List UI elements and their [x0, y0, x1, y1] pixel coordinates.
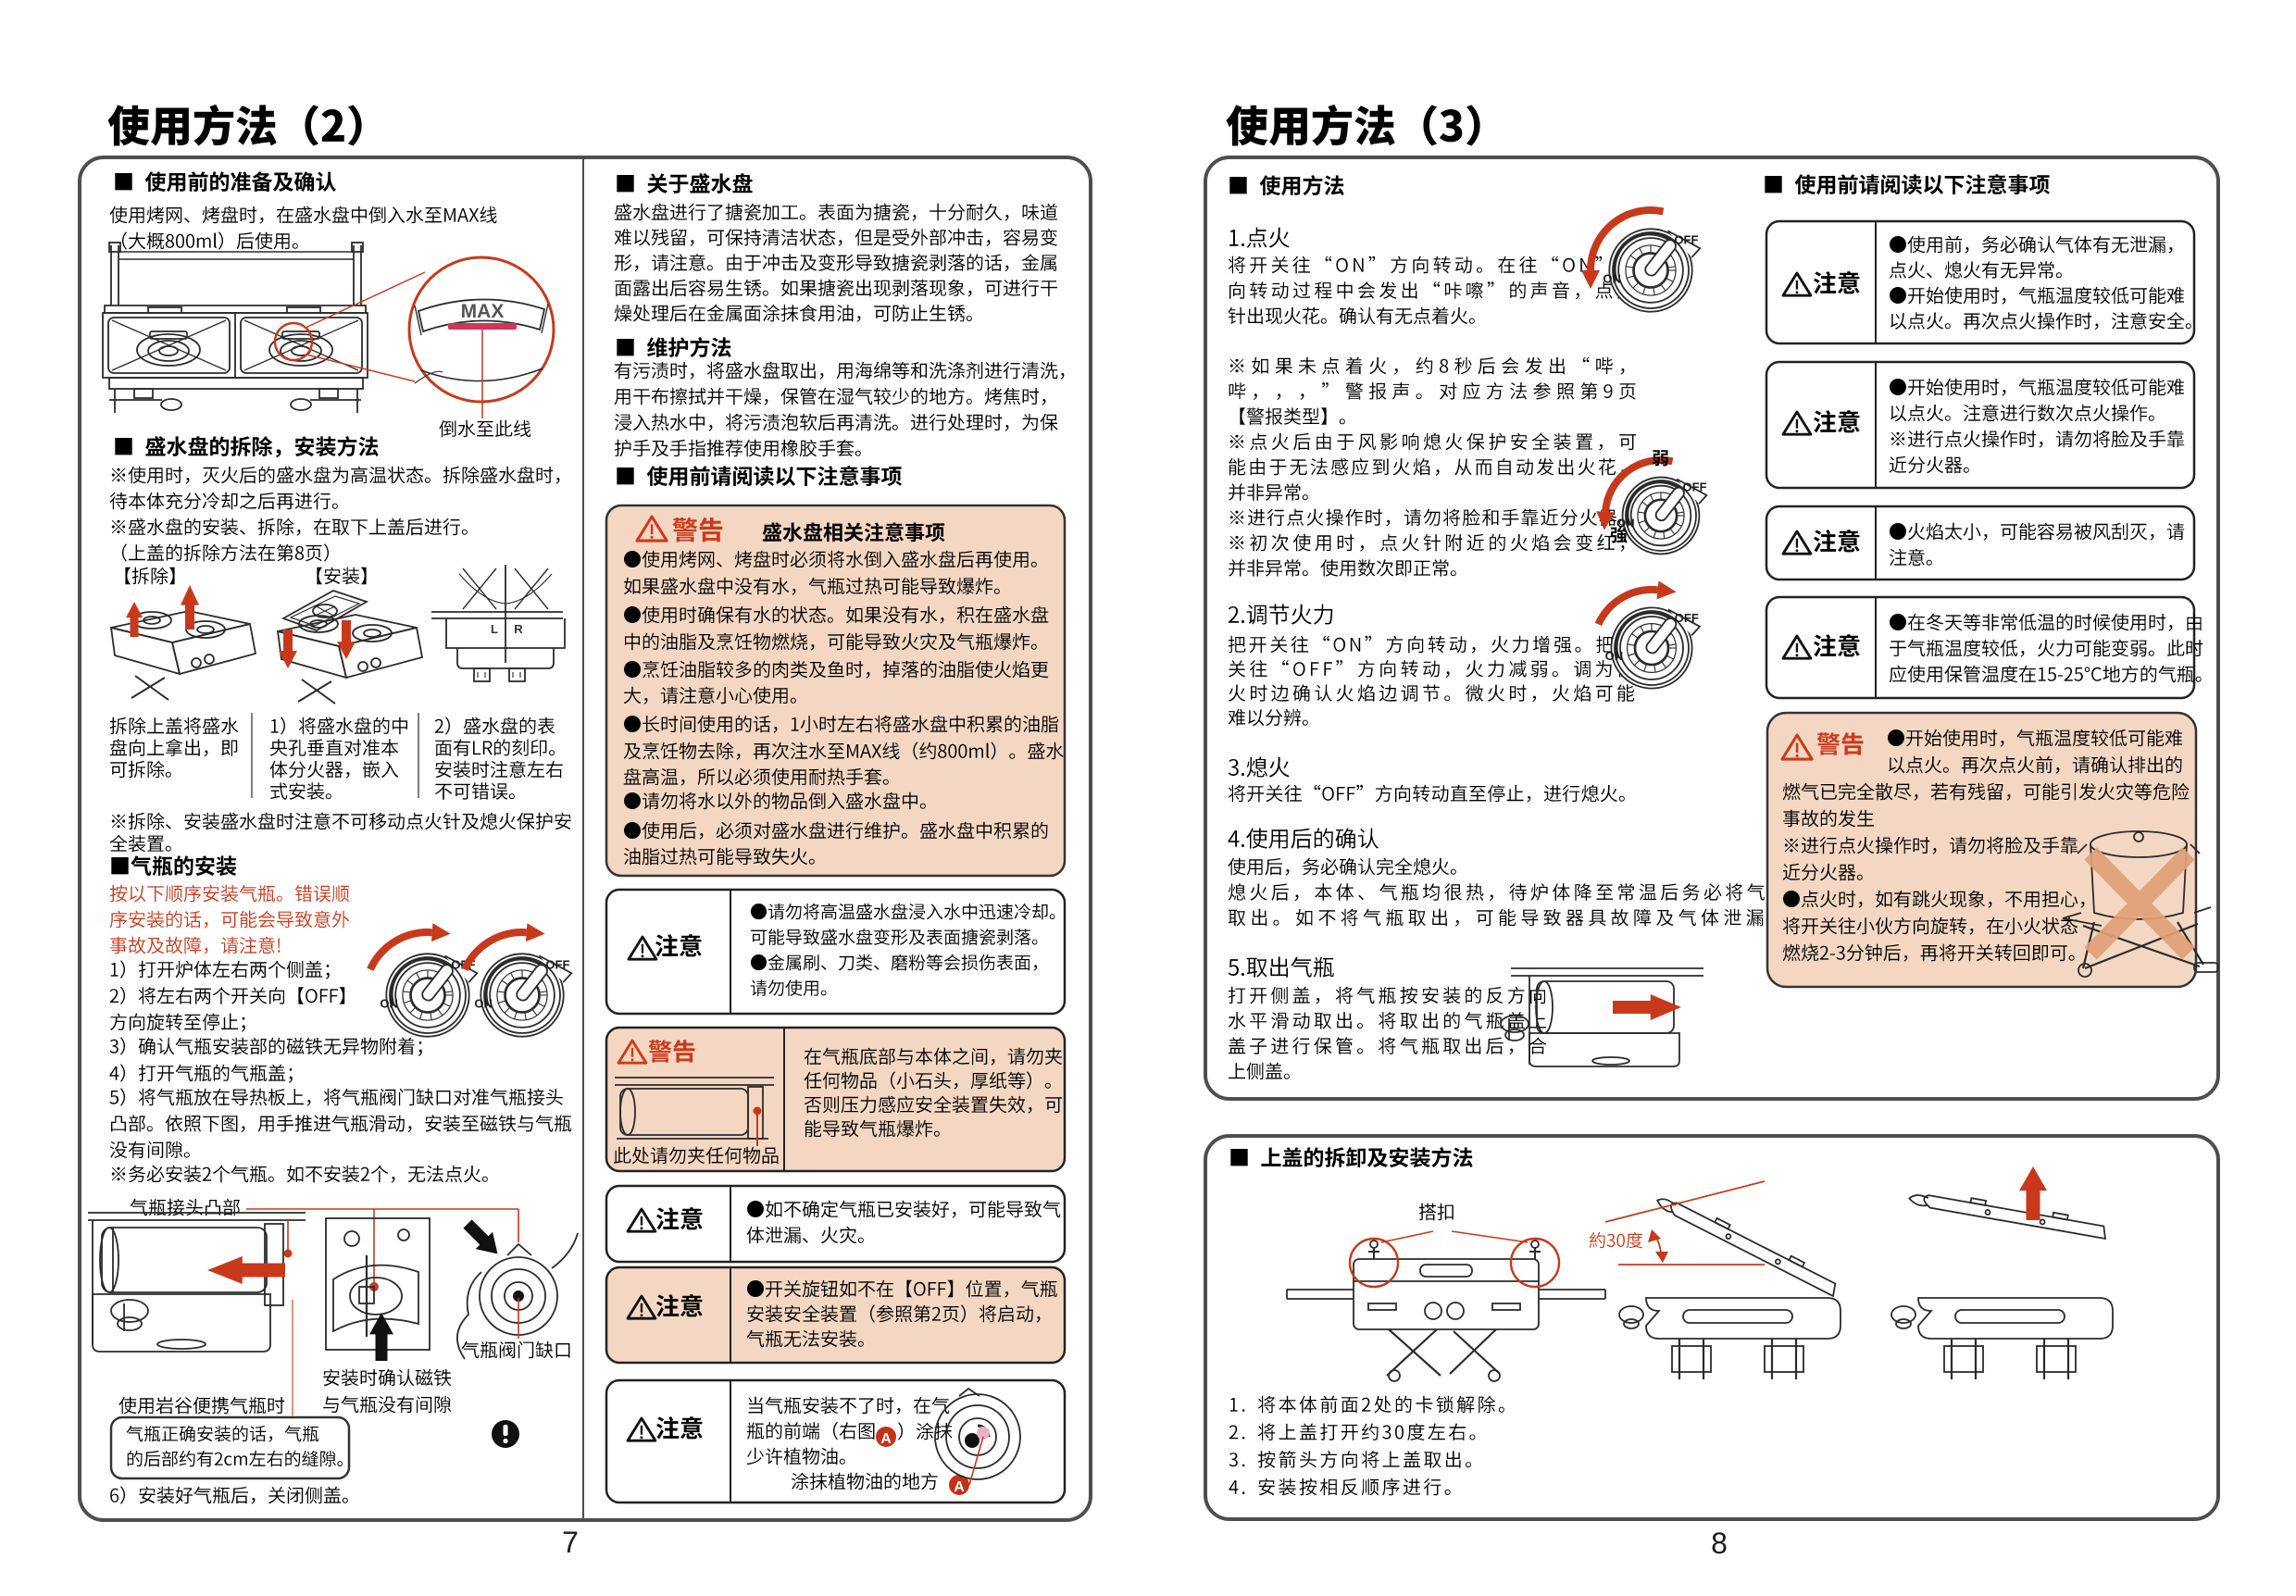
svg-text:8: 8 [1711, 1527, 1728, 1560]
svg-text:OFF: OFF [1683, 480, 1707, 493]
svg-text:L: L [491, 622, 498, 636]
svg-text:ON: ON [380, 997, 398, 1011]
svg-text:ON: ON [1605, 649, 1624, 663]
svg-text:A: A [954, 1479, 965, 1495]
svg-text:ON: ON [474, 997, 493, 1011]
svg-text:OFF: OFF [1674, 232, 1698, 246]
svg-text:MAX: MAX [461, 301, 505, 322]
svg-text:7: 7 [562, 1526, 579, 1559]
svg-text:ON: ON [1616, 517, 1635, 530]
svg-text:ON: ON [1603, 272, 1621, 286]
svg-text:OFF: OFF [545, 957, 569, 971]
svg-text:R: R [514, 622, 523, 636]
svg-text:OFF: OFF [1675, 611, 1699, 625]
svg-text:A: A [880, 1431, 892, 1447]
